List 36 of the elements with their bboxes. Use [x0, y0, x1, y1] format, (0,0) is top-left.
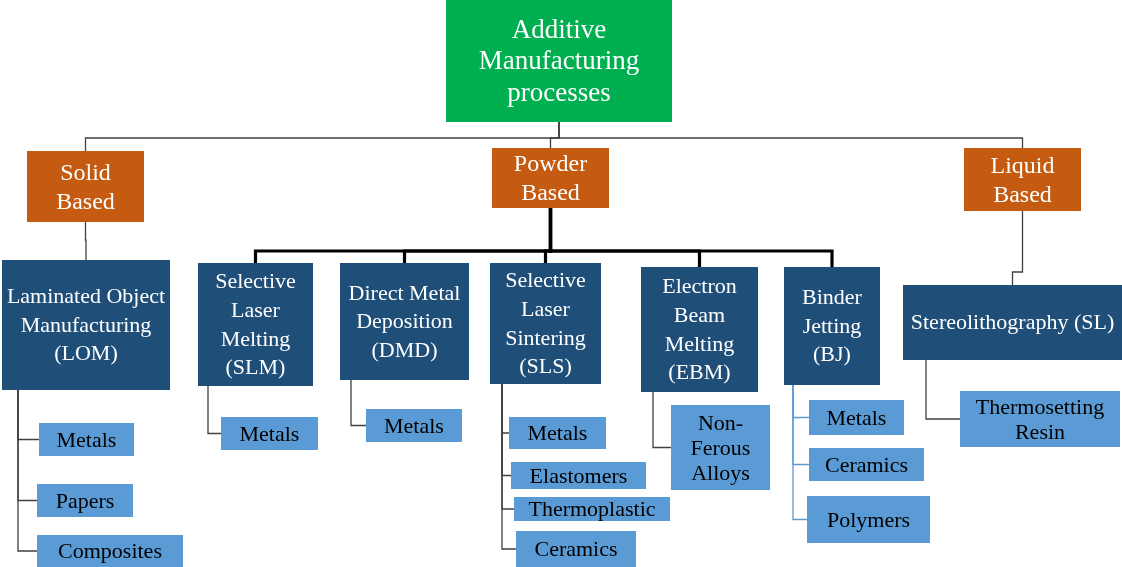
material-box: Elastomers [511, 462, 646, 489]
material-box: Ceramics [809, 448, 924, 481]
material-box: Metals [809, 400, 904, 435]
material-box: Metals [366, 409, 462, 442]
material-box: Ceramics [516, 531, 636, 567]
material-box: Thermoplastic [514, 497, 670, 521]
connector-line [207, 385, 222, 435]
process-box: Direct Metal Deposition (DMD) [340, 263, 469, 380]
material-box: Polymers [807, 496, 930, 543]
connector-line [17, 389, 38, 552]
root-box: Additive Manufacturing processes [446, 0, 672, 122]
material-box: Metals [509, 417, 606, 449]
process-box: Selective Laser Sintering (SLS) [490, 263, 601, 384]
category-box: Powder Based [492, 148, 609, 208]
material-box: Metals [39, 423, 134, 456]
process-box: Electron Beam Melting (EBM) [641, 267, 758, 392]
connector-line [558, 121, 1024, 149]
connector-line [548, 208, 834, 267]
process-box: Selective Laser Melting (SLM) [198, 263, 313, 386]
connector-line [652, 391, 672, 449]
material-box: Composites [37, 535, 183, 567]
category-box: Liquid Based [964, 148, 1081, 211]
connector-line [925, 359, 961, 420]
process-box: Laminated Object Manufacturing (LOM) [2, 260, 170, 390]
connector-line [501, 383, 517, 550]
connector-line [84, 221, 87, 261]
connector-line [350, 379, 367, 427]
process-box: Stereolithography (SL) [903, 285, 1122, 360]
connector-line [1011, 210, 1024, 286]
material-box: Non-Ferous Alloys [671, 405, 770, 490]
connector-line [792, 384, 808, 521]
material-box: Metals [221, 417, 318, 450]
category-box: Solid Based [27, 151, 144, 222]
process-box: Binder Jetting (BJ) [784, 267, 880, 385]
material-box: Papers [37, 484, 133, 517]
material-box: Thermosetting Resin [960, 391, 1120, 447]
